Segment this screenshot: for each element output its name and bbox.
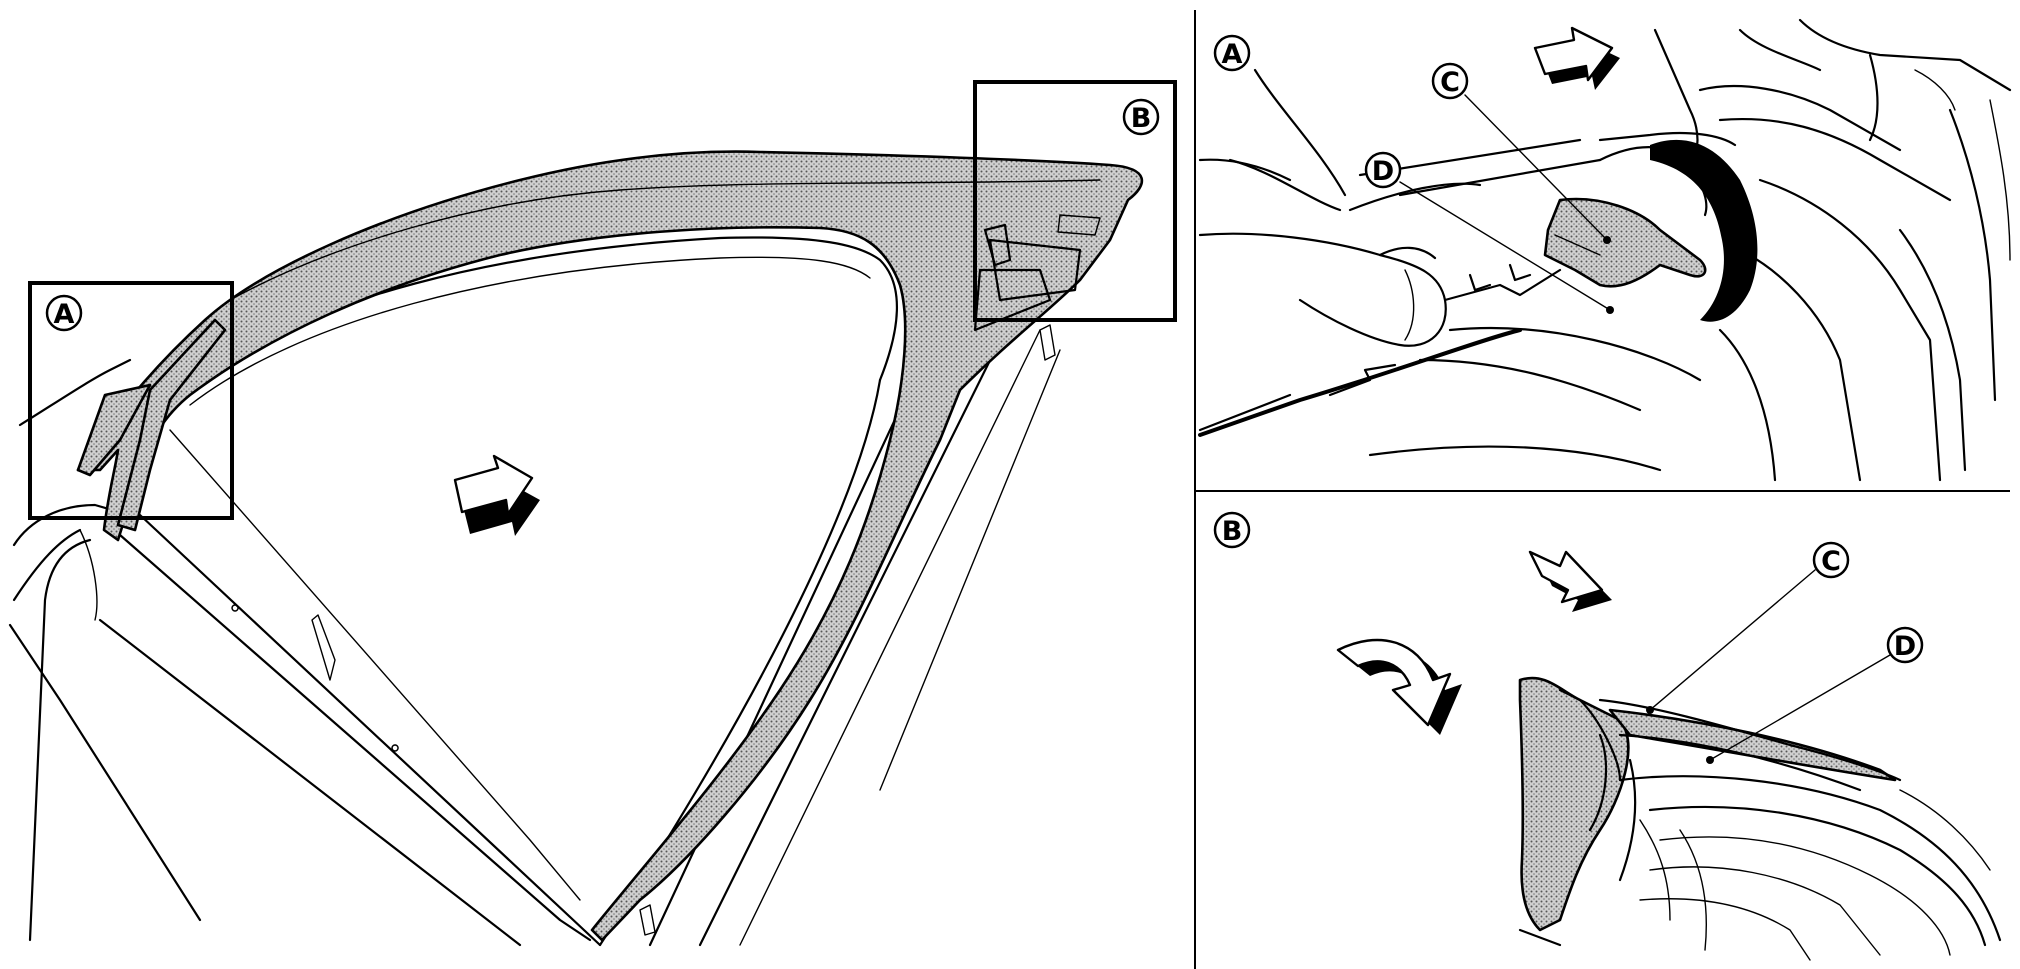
callout-circle-icon: A (45, 294, 83, 332)
push-arrow-icon (1533, 26, 1620, 90)
clip-c-a (1543, 197, 1707, 288)
callout-circle-icon: B (1213, 511, 1251, 549)
leader-d-b (1709, 654, 1891, 761)
callout-circle-icon: C (1812, 541, 1850, 579)
detail-b-label-d: D (1894, 631, 1916, 662)
callout-box-a (28, 281, 234, 520)
detail-b-label-c: C (1821, 546, 1841, 577)
interior-structure-b (1618, 775, 2002, 961)
callout-circle-icon: C (1431, 62, 1469, 100)
weatherstrip-run-b (1608, 708, 1897, 782)
detail-a-panel-label: A (1222, 39, 1243, 70)
leader-c-b (1649, 569, 1816, 711)
weatherstrip-end-b (1518, 676, 1630, 932)
detail-a-label-c: C (1440, 67, 1460, 98)
callout-box-b (973, 80, 1177, 322)
callout-circle-icon: D (1364, 151, 1402, 189)
trim-band (1650, 139, 1758, 322)
main-view: A B (8, 80, 1177, 947)
rotate-arrow-icon (1336, 638, 1462, 735)
door-trim-a (1198, 131, 1737, 472)
callout-label-b: B (1131, 103, 1152, 134)
detail-panel-a: A (1198, 18, 2012, 482)
strip-corner-a (116, 318, 227, 532)
interior-structure-a (1653, 18, 2012, 482)
leader-d-a (1399, 181, 1611, 311)
callout-circle-icon: A (1213, 34, 1251, 72)
push-arrow-icon (453, 454, 540, 536)
detail-a-label-d: D (1372, 156, 1394, 187)
callout-circle-icon: D (1886, 626, 1924, 664)
strip-corner-a-2 (76, 383, 152, 477)
detail-panel-b: B (1213, 511, 2002, 961)
leader-c-a (1464, 94, 1608, 241)
detail-b-panel-label: B (1222, 516, 1243, 547)
callout-label-a: A (54, 299, 75, 330)
push-arrow-icon (1528, 550, 1612, 612)
door-frame-lines (8, 236, 898, 947)
window-weatherstrip (76, 150, 1144, 942)
hand-illustration (1198, 68, 1482, 347)
callout-circle-icon: B (1122, 98, 1160, 136)
